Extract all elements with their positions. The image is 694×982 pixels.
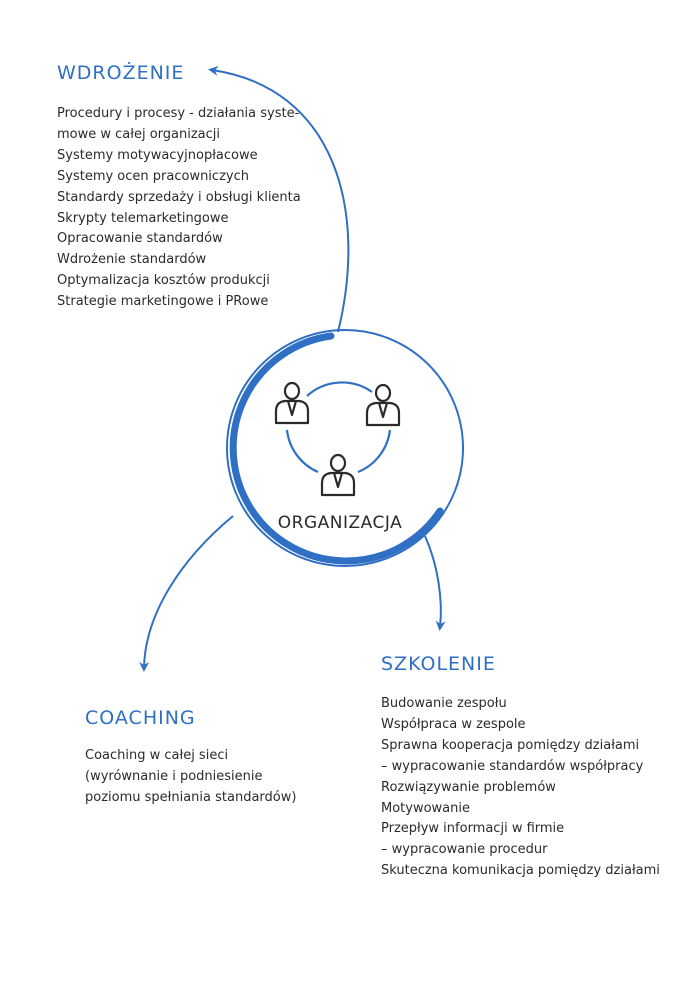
people-network-icon	[274, 381, 401, 497]
arrow-to-coaching	[139, 515, 234, 672]
list-item: Coaching w całej sieci	[85, 748, 229, 763]
list-item: (wyrównanie i podniesienie	[85, 768, 263, 784]
list-item: Sprawna kooperacja pomiędzy działami	[381, 737, 640, 753]
coaching-heading: COACHING	[85, 707, 196, 729]
list-item: Optymalizacja kosztów produkcji	[57, 273, 270, 289]
arrow-to-szkolenie	[424, 535, 446, 631]
wdrozenie-heading: WDROŻENIE	[57, 62, 185, 84]
list-item: Systemy ocen pracowniczych	[57, 168, 249, 184]
szkolenie-heading: SZKOLENIE	[381, 653, 496, 675]
list-item: – wypracowanie standardów współpracy	[381, 758, 644, 774]
list-item: Strategie marketingowe i PRowe	[57, 294, 269, 310]
szkolenie-list: Budowanie zespołu Współpraca w zespole S…	[381, 694, 660, 882]
list-item: Procedury i procesy - działania syste-	[57, 106, 300, 121]
person-icon	[365, 383, 401, 427]
list-item: Motywowanie	[381, 800, 470, 816]
person-icon	[274, 381, 310, 425]
list-item: Opracowanie standardów	[57, 231, 223, 247]
list-item: poziomu spełniania standardów)	[85, 789, 297, 805]
list-item: Skrypty telemarketingowe	[57, 210, 229, 226]
list-item: Wdrożenie standardów	[57, 252, 207, 268]
organization-label: ORGANIZACJA	[277, 513, 403, 533]
list-item: – wypracowanie procedur	[381, 842, 548, 858]
person-icon	[320, 453, 356, 497]
list-item: Rozwiązywanie problemów	[381, 779, 556, 795]
list-item: Budowanie zespołu	[381, 696, 507, 711]
arrow-to-wdrozenie	[208, 65, 350, 333]
wdrozenie-list: Procedury i procesy - działania syste- m…	[57, 104, 301, 313]
list-item: Współpraca w zespole	[381, 716, 526, 732]
organization-circle	[226, 329, 464, 567]
list-item: mowe w całej organizacji	[57, 126, 220, 142]
list-item: Systemy motywacyjnopłacowe	[57, 147, 258, 163]
list-item: Standardy sprzedaży i obsługi klienta	[57, 189, 301, 205]
list-item: Skuteczna komunikacja pomiędzy działami	[381, 863, 660, 879]
coaching-list: Coaching w całej sieci (wyrównanie i pod…	[85, 746, 296, 809]
list-item: Przepływ informacji w firmie	[381, 821, 565, 837]
